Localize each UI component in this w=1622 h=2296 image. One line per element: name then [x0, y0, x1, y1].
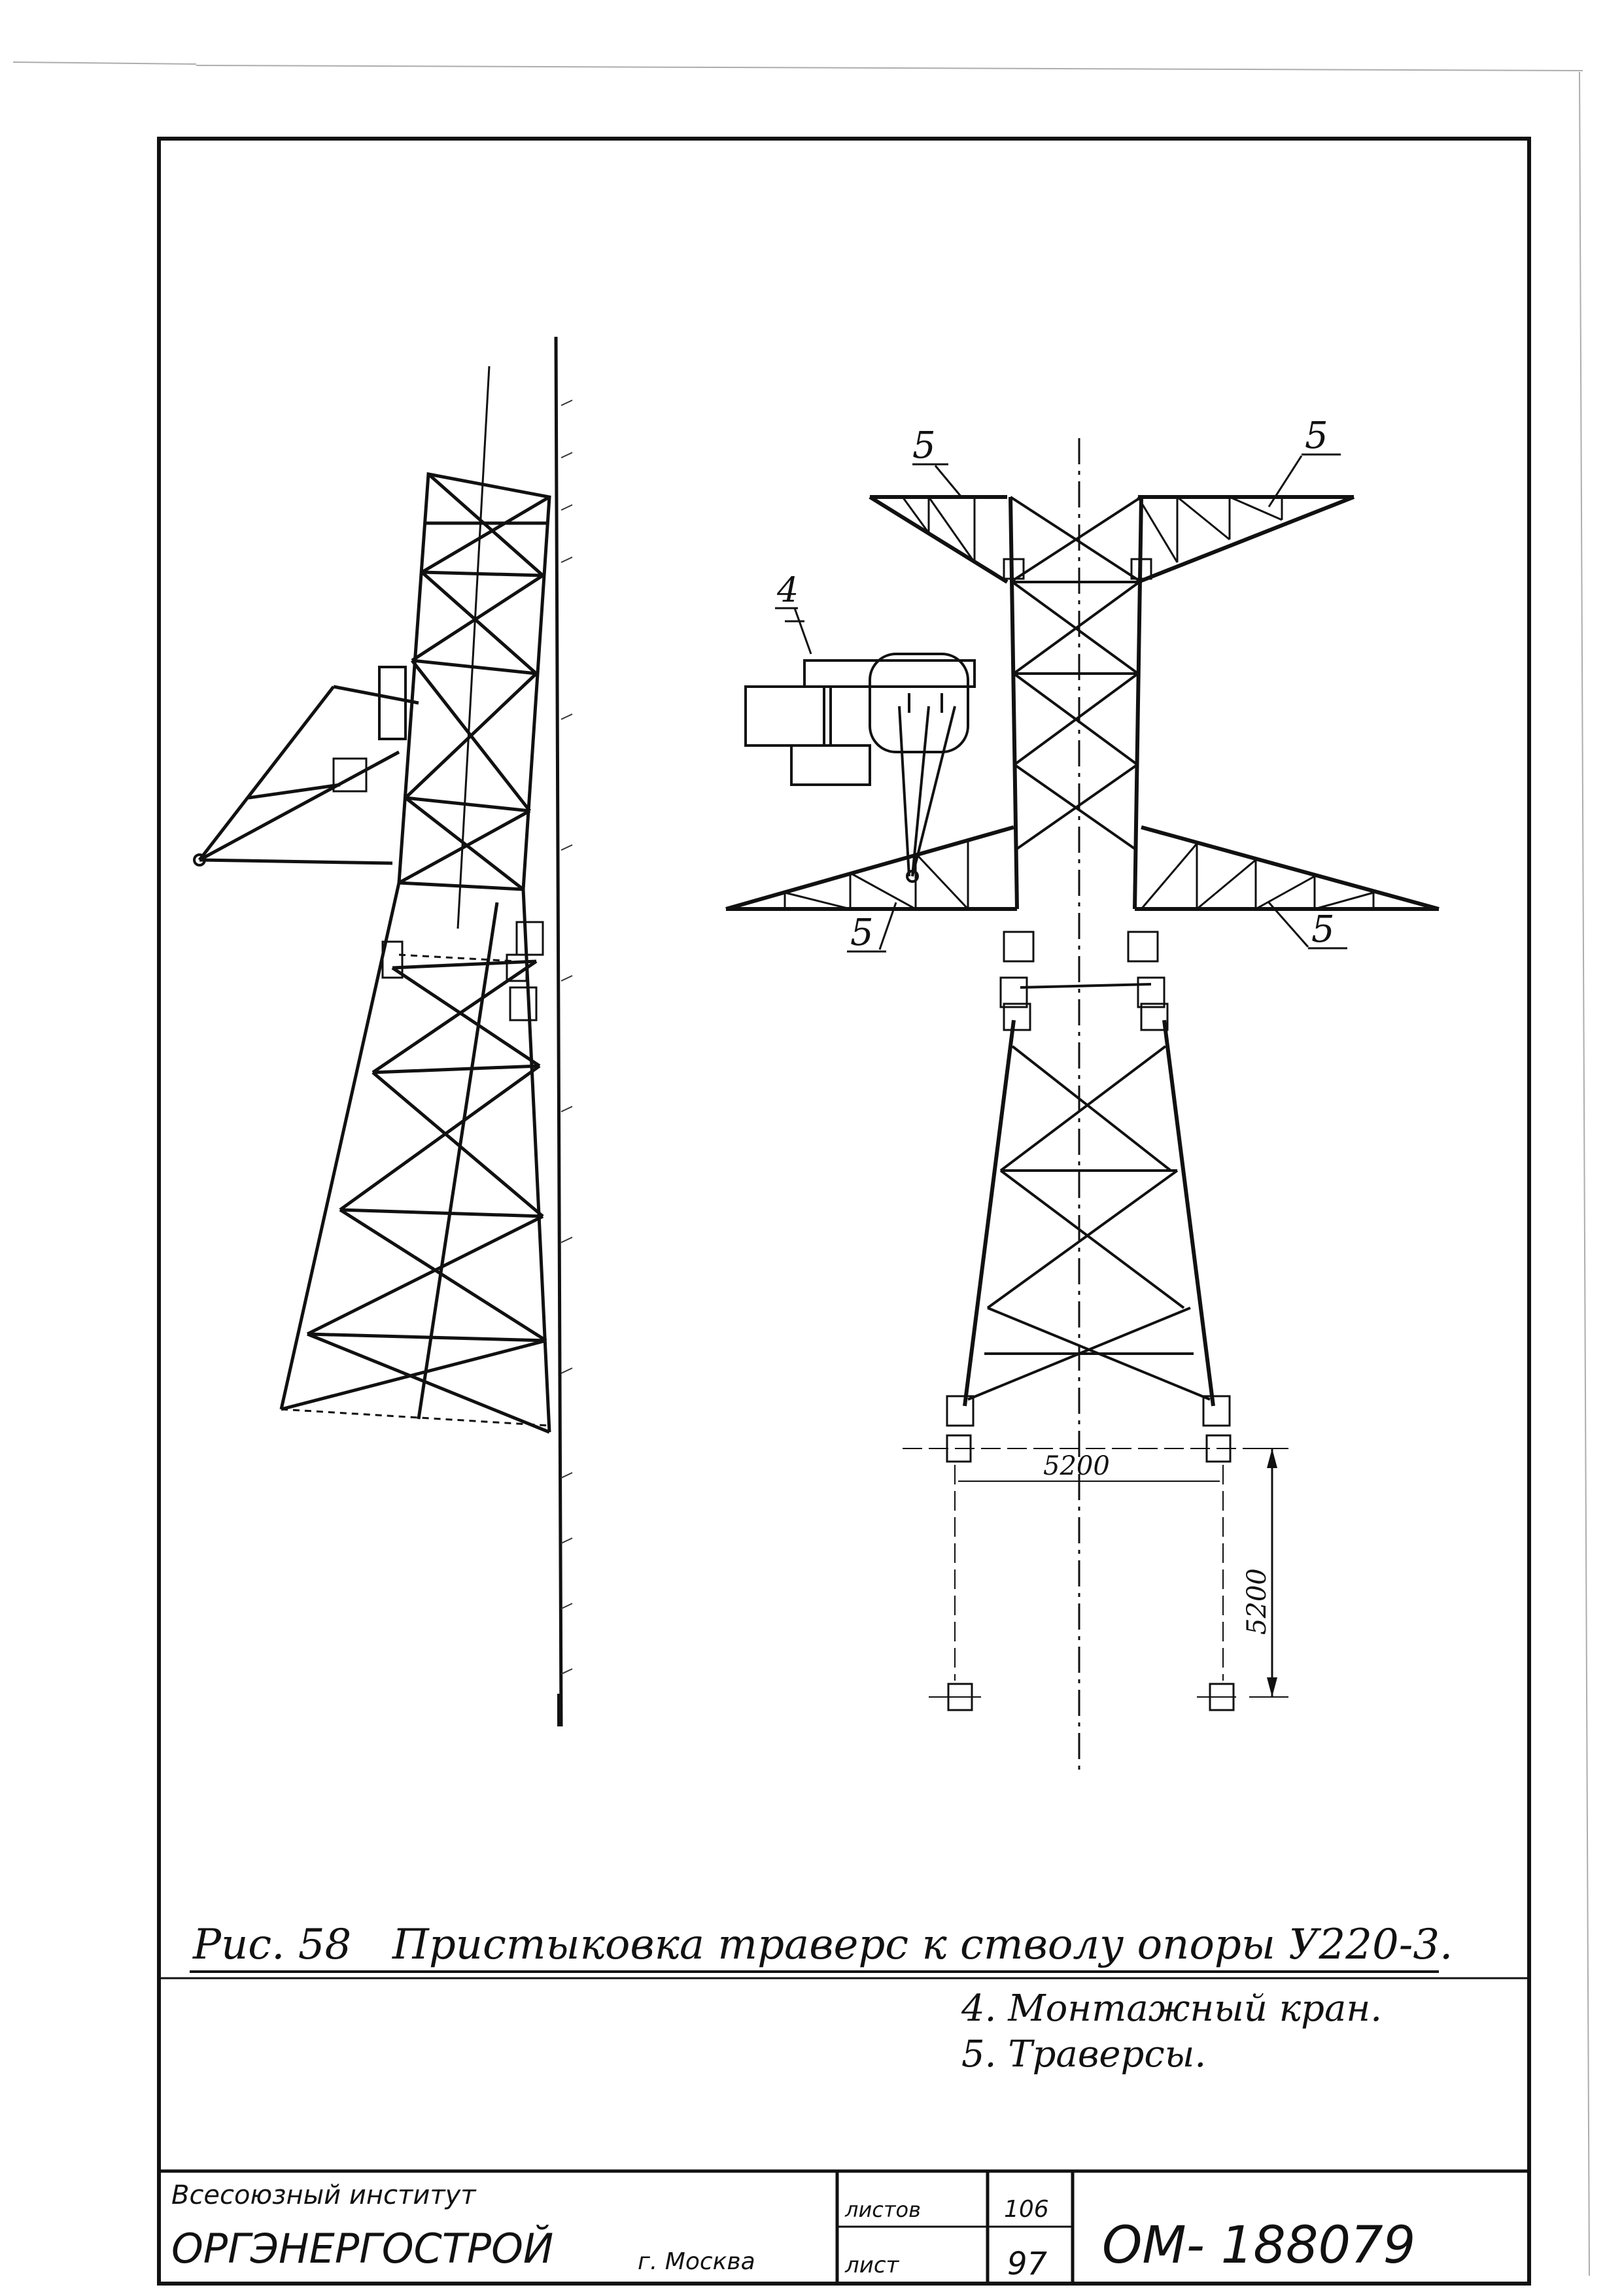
sheet-value: 97	[1007, 2246, 1048, 2282]
legend-item-crane: 4. Монтажный кран.	[961, 1987, 1382, 2030]
scan-edge-marks	[12, 61, 1590, 2276]
callout-5-bottom-right: 5	[1311, 908, 1335, 951]
figure-label: Рис. 58	[192, 1921, 351, 1969]
drawing-frame	[157, 137, 1531, 2286]
sheets-label: листов	[844, 2197, 921, 2222]
document-number: ОМ- 188079	[1102, 2216, 1415, 2275]
institute-city: г. Москва	[638, 2248, 755, 2275]
institute-name: ОРГЭНЕРГОСТРОЙ	[171, 2224, 553, 2272]
front-view-tower	[725, 438, 1440, 1772]
callout-5-top-right: 5	[1305, 415, 1328, 457]
dimension-base-width: 5200	[1043, 1451, 1110, 1481]
institute-line1: Всесоюзный институт	[171, 2180, 477, 2210]
side-view-tower	[193, 336, 573, 1727]
callout-5-bottom-left: 5	[850, 912, 874, 954]
title-block	[159, 2169, 1529, 2284]
sheet-label: лист	[844, 2252, 900, 2278]
figure-title: Пристыковка траверс к стволу опоры У220-…	[392, 1921, 1453, 1969]
callout-5-top-left: 5	[912, 424, 936, 467]
dimension-base-depth: 5200	[1242, 1568, 1272, 1635]
mounting-crane	[744, 620, 976, 883]
callout-4-crane: 4	[776, 571, 799, 610]
legend-item-traverses: 5. Траверсы.	[961, 2033, 1206, 2076]
sheets-value: 106	[1004, 2196, 1049, 2223]
callout-leaders	[775, 453, 1347, 953]
